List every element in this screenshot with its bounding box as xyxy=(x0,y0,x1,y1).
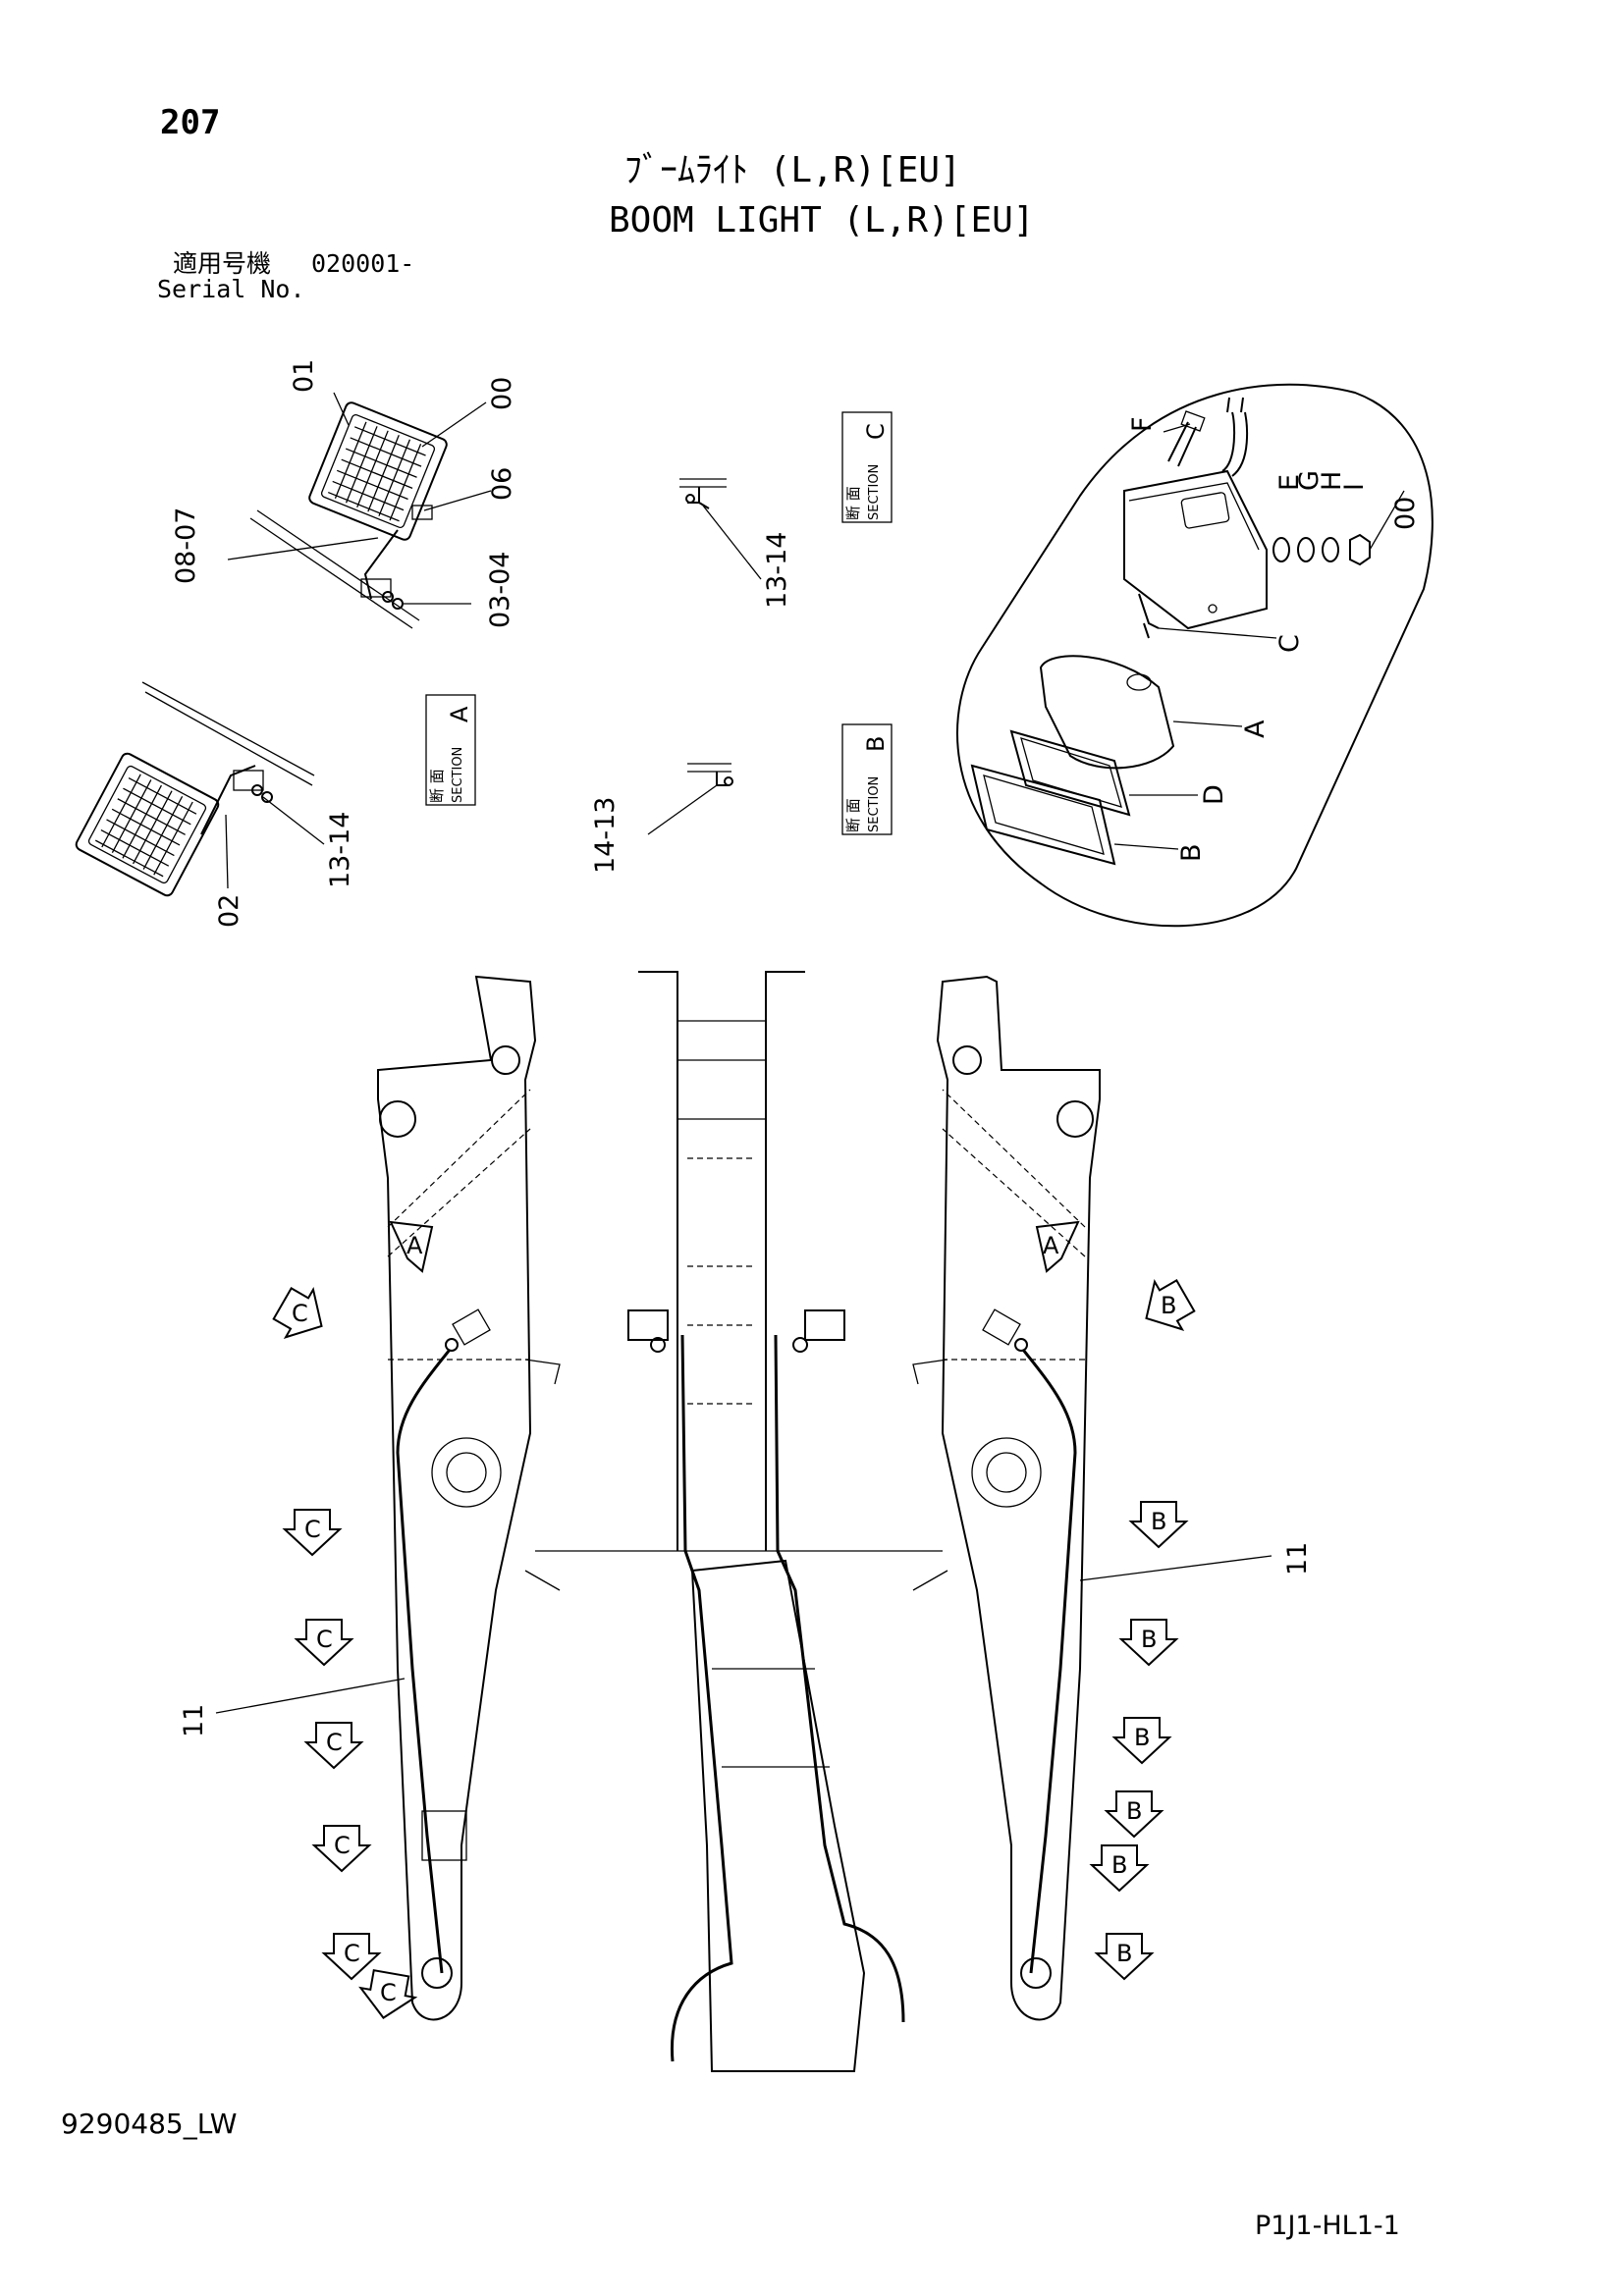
svg-text:C: C xyxy=(380,1979,397,2006)
callout-13-14-b: 13-14 xyxy=(762,532,792,609)
svg-text:B: B xyxy=(862,736,890,752)
light-assembly-lower xyxy=(75,681,315,897)
svg-text:B: B xyxy=(1111,1851,1127,1879)
svg-text:断 面: 断 面 xyxy=(844,486,862,520)
callout-13-14-a: 13-14 xyxy=(325,812,355,888)
svg-text:B: B xyxy=(1134,1724,1150,1751)
c-arrows-3: C xyxy=(294,1619,354,1667)
boom-left-side-view xyxy=(377,975,561,2021)
section-a-label: 断 面 SECTION A xyxy=(425,694,476,806)
document-id: 9290485_LW xyxy=(61,2108,238,2140)
c-arrows-4: C xyxy=(303,1722,364,1770)
view-arrow-a-left: A xyxy=(389,1220,434,1273)
detail-callout-i: I xyxy=(1339,483,1370,491)
section-b-label: 断 面 SECTION B xyxy=(841,723,893,835)
callout-02: 02 xyxy=(214,894,244,928)
detail-callout-a: A xyxy=(1240,720,1271,738)
title-english: BOOM LIGHT (L,R)[EU] xyxy=(609,200,1035,240)
c-arrows-1: C xyxy=(272,1287,323,1339)
c-arrows-2: C xyxy=(282,1509,343,1557)
callout-00: 00 xyxy=(487,377,517,410)
serial-value: 020001- xyxy=(311,249,415,278)
leader-07 xyxy=(227,537,379,561)
c-arrows-5: C xyxy=(311,1825,372,1873)
svg-text:C: C xyxy=(316,1626,333,1653)
boom-top-view xyxy=(535,971,943,2072)
b-arrows-3: B xyxy=(1118,1619,1179,1667)
svg-text:B: B xyxy=(1126,1797,1142,1825)
leader-02 xyxy=(225,814,229,889)
section-c-label: 断 面 SECTION C xyxy=(841,411,893,523)
page-number: 207 xyxy=(160,103,221,142)
detail-callout-00: 00 xyxy=(1390,497,1421,530)
b-arrows-6: B xyxy=(1094,1933,1155,1981)
callout-08-07: 08-07 xyxy=(171,507,201,584)
boom-right-side-view xyxy=(912,975,1101,2021)
svg-text:C: C xyxy=(292,1300,308,1327)
detail-callout-e: E xyxy=(1274,474,1305,491)
c-arrows-7: C xyxy=(358,1969,418,2019)
svg-text:A: A xyxy=(446,706,473,722)
b-arrows-7: B xyxy=(1089,1844,1150,1893)
svg-text:C: C xyxy=(304,1516,321,1543)
svg-text:A: A xyxy=(1043,1232,1059,1259)
c-arrows-6: C xyxy=(321,1933,382,1981)
callout-03-04: 03-04 xyxy=(485,552,515,628)
sheet-id: P1J1-HL1-1 xyxy=(1255,2211,1400,2241)
serial-label-english: Serial No. xyxy=(157,275,305,303)
view-arrow-a-right: A xyxy=(1035,1220,1080,1273)
svg-text:B: B xyxy=(1141,1626,1157,1653)
leader-11-left xyxy=(215,1678,406,1714)
serial-label-japanese: 適用号機 xyxy=(173,249,272,278)
svg-text:SECTION: SECTION xyxy=(867,464,882,520)
svg-text:SECTION: SECTION xyxy=(867,776,882,832)
leader-13a xyxy=(262,796,325,845)
detail-callout-d: D xyxy=(1199,784,1229,805)
clamp-section-b xyxy=(647,763,733,835)
title-japanese: ﾌﾞｰﾑﾗｲﾄ (L,R)[EU] xyxy=(624,150,961,190)
b-arrows-4: B xyxy=(1111,1717,1172,1765)
callout-11-right: 11 xyxy=(1282,1542,1313,1575)
detail-callout-c: C xyxy=(1274,634,1305,653)
detail-callout-h: H xyxy=(1317,471,1347,491)
leader-01 xyxy=(333,392,350,426)
b-arrows-1: B xyxy=(1145,1279,1196,1331)
detail-callout-b: B xyxy=(1176,843,1207,862)
svg-text:SECTION: SECTION xyxy=(451,747,465,803)
leader-11-right xyxy=(1079,1555,1272,1581)
detail-callout-f: F xyxy=(1127,416,1158,432)
clamp-section-c xyxy=(679,478,762,580)
svg-text:B: B xyxy=(1151,1508,1166,1535)
leader-06 xyxy=(423,490,492,511)
callout-11-left: 11 xyxy=(179,1704,209,1737)
svg-text:C: C xyxy=(326,1729,343,1756)
svg-text:B: B xyxy=(1161,1292,1176,1319)
svg-text:C: C xyxy=(862,423,890,440)
svg-text:C: C xyxy=(334,1832,351,1859)
callout-01: 01 xyxy=(289,359,319,393)
detail-callout-g: G xyxy=(1294,470,1325,491)
light-assembly-upper xyxy=(249,401,448,629)
svg-text:断 面: 断 面 xyxy=(428,769,446,803)
svg-text:A: A xyxy=(406,1232,423,1259)
svg-text:C: C xyxy=(344,1940,360,1967)
b-arrows-5: B xyxy=(1104,1790,1164,1839)
b-arrows-2: B xyxy=(1128,1501,1189,1549)
callout-14-13: 14-13 xyxy=(590,797,621,874)
svg-text:断 面: 断 面 xyxy=(844,798,862,832)
svg-text:B: B xyxy=(1116,1940,1132,1967)
leader-00 xyxy=(421,401,487,448)
callout-06: 06 xyxy=(487,467,517,501)
exploded-lamp-detail xyxy=(956,383,1434,928)
